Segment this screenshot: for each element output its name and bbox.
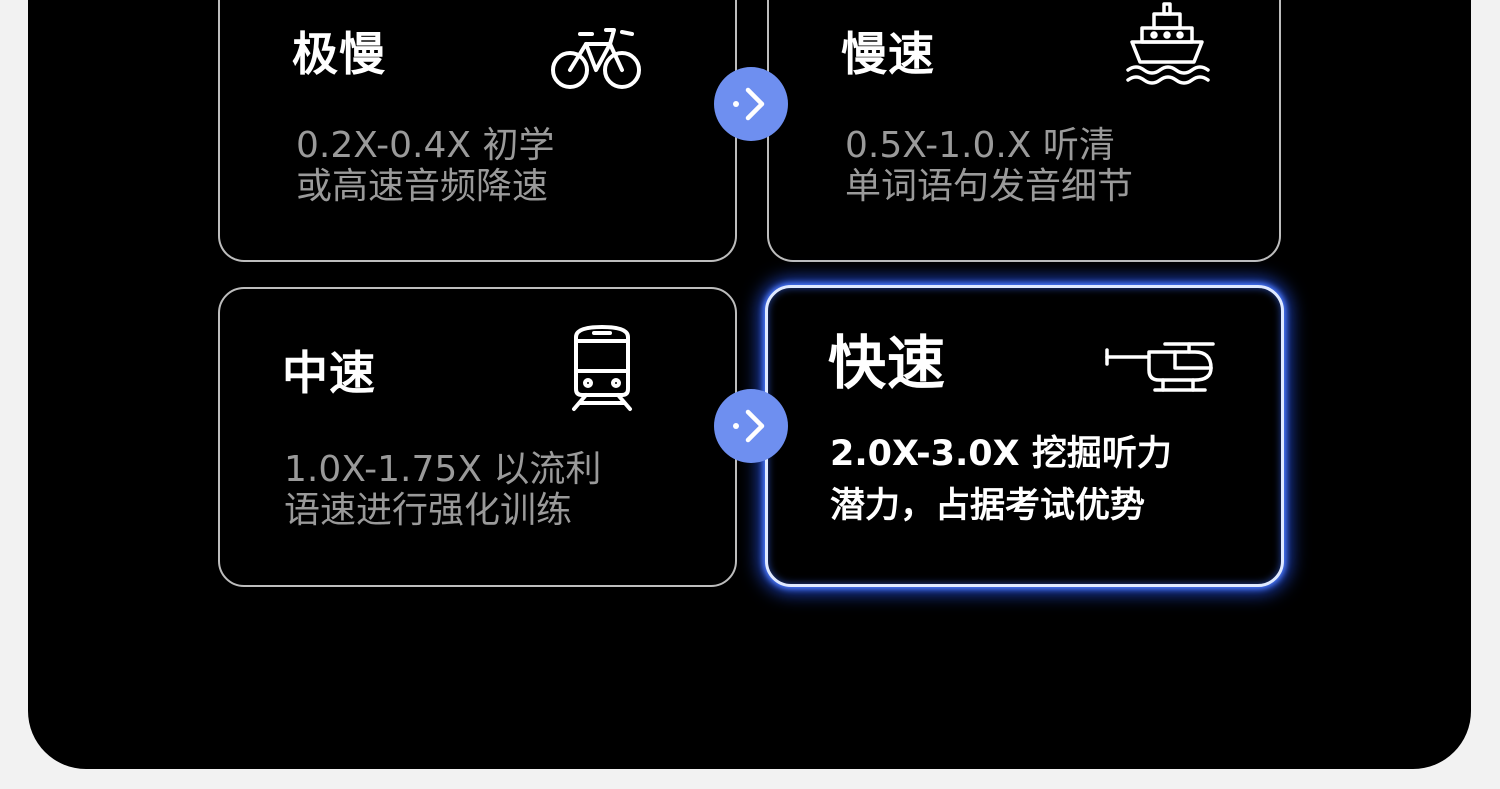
next-arrow-button[interactable] bbox=[714, 67, 788, 141]
card-desc-line2: 单词语句发音细节 bbox=[845, 166, 1134, 207]
speed-card-slow[interactable]: 慢速 0.5X-1.0.X 听清 单词语句发音细节 bbox=[767, 0, 1281, 262]
chevron-right-icon bbox=[733, 87, 765, 121]
speed-card-fast[interactable]: 快速 2.0X-3.0X 挖掘听力 潜力，占据考试优势 bbox=[765, 285, 1284, 587]
speed-card-very-slow[interactable]: 极慢 0.2X-0.4X 初学 或高速音频降速 bbox=[218, 0, 737, 262]
card-desc-line2: 或高速音频降速 bbox=[296, 166, 549, 207]
card-title: 慢速 bbox=[841, 27, 935, 81]
card-desc-line1: 1.0X-1.75X 以流利 bbox=[284, 449, 602, 490]
card-title: 中速 bbox=[282, 346, 376, 400]
card-title: 快速 bbox=[828, 329, 947, 397]
card-desc-line1: 0.5X-1.0.X 听清 bbox=[845, 125, 1115, 166]
speed-card-medium[interactable]: 中速 1.0X-1.75X 以流利 语速进行强化训练 bbox=[218, 287, 737, 587]
chevron-right-icon bbox=[733, 409, 765, 443]
card-desc-line2: 语速进行强化训练 bbox=[284, 490, 573, 531]
train-icon bbox=[568, 323, 636, 417]
ship-icon bbox=[1124, 0, 1210, 90]
card-desc-line1: 2.0X-3.0X 挖掘听力 bbox=[830, 434, 1172, 474]
bicycle-icon bbox=[550, 20, 642, 96]
card-desc-line2: 潜力，占据考试优势 bbox=[830, 486, 1146, 526]
speed-options-panel: 极慢 0.2X-0.4X 初学 或高速音频降速 慢速 bbox=[28, 0, 1471, 769]
card-desc-line1: 0.2X-0.4X 初学 bbox=[296, 125, 555, 166]
helicopter-icon bbox=[1105, 340, 1217, 400]
next-arrow-button[interactable] bbox=[714, 389, 788, 463]
card-title: 极慢 bbox=[292, 27, 386, 81]
